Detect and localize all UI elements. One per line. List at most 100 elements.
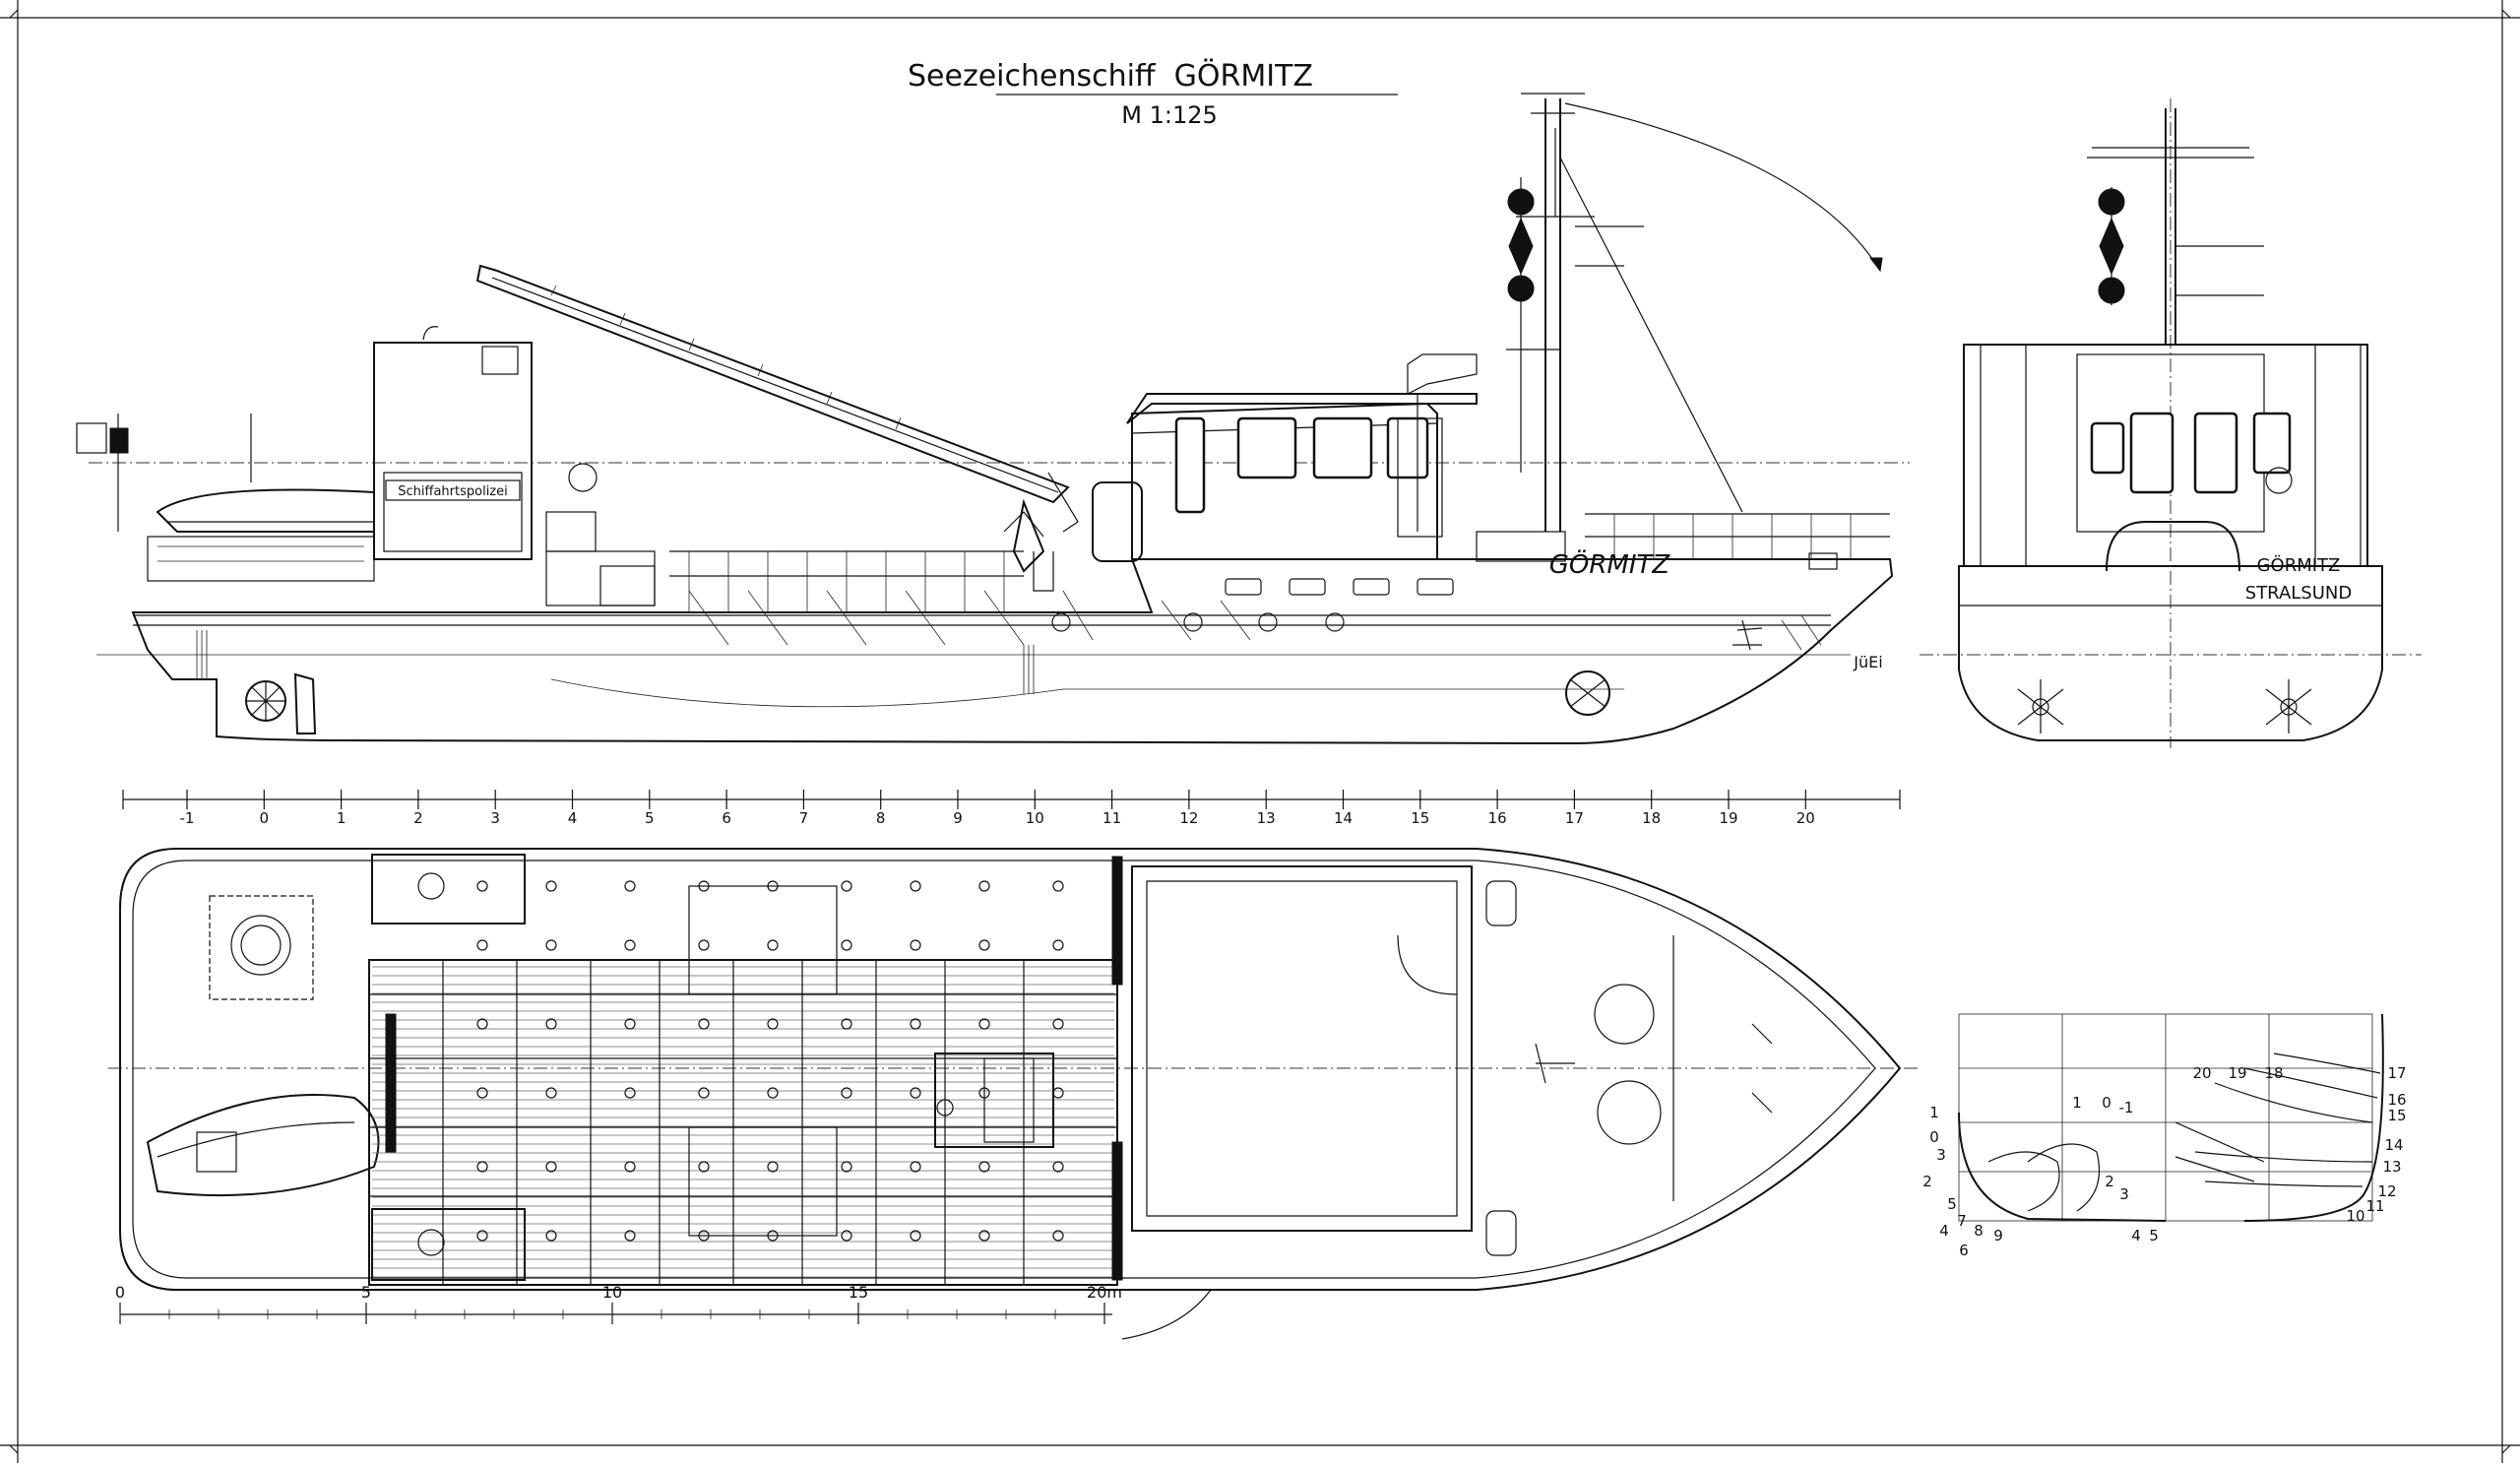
deck-lashing-ring [1052,1161,1064,1173]
body-plan-center-label: -1 [2119,1099,2134,1116]
drawing-title: Seezeichenschiff GÖRMITZ [908,58,1313,94]
metric-label: 5 [361,1283,371,1302]
deck-lashing-ring [978,1018,990,1030]
stern-home-port: STRALSUND [2245,583,2352,604]
deck-lashing-ring [841,1161,852,1173]
deck-lashing-ring [545,939,557,951]
body-plan-center-label: 3 [2119,1185,2129,1203]
deck-lashing-ring [767,880,779,892]
deck-lashing-ring [624,1161,636,1173]
body-plan-station-label: 12 [2377,1182,2396,1200]
body-plan-station-label: 19 [2228,1064,2246,1082]
metric-label: 10 [602,1283,622,1302]
deck-lashing-ring [476,1230,488,1242]
deck-lashing-ring [1052,1087,1064,1099]
deck-lashing-ring [841,1230,852,1242]
drawing-signature: JüEi [1853,653,1882,671]
body-plan-aft-label: 8 [1974,1222,1984,1240]
deck-lashing-ring [624,1018,636,1030]
portholes [1051,612,1345,632]
deck-lashing-ring [624,939,636,951]
frame-label: 20 [1796,809,1815,827]
frame-label: 0 [260,809,270,827]
frame-label: 8 [876,809,886,827]
body-plan-station-label: 16 [2387,1091,2406,1109]
stern-propeller-stbd-icon [2265,679,2312,734]
deck-lashing-ring [545,1230,557,1242]
propeller-icon [245,672,317,734]
frame-label: -1 [180,809,195,827]
stern-propeller-port-icon [2017,679,2064,734]
container-label: Schiffahrtspolizei [398,484,508,499]
deck-lashing-ring [698,1018,710,1030]
deck-lashing-ring [910,1161,921,1173]
title-block: Seezeichenschiff GÖRMITZ M 1:125 [908,58,1398,129]
deck-rails [669,513,1890,612]
body-plan-station-label: 15 [2387,1107,2406,1124]
frame-label: 4 [568,809,578,827]
stern-vessel-name: GÖRMITZ [2257,554,2341,576]
frame-label: 14 [1334,809,1353,827]
deck-lashing-ring [910,880,921,892]
body-plan-station-label: 20 [2192,1064,2211,1082]
metric-label: 15 [849,1283,868,1302]
body-plan-center-label: 1 [2072,1094,2082,1112]
deck-lashing-ring [841,939,852,951]
deck-lashing-ring [767,1161,779,1173]
hull-vessel-name: GÖRMITZ [1549,548,1671,580]
deck-lashing-ring [476,1161,488,1173]
frame-label: 11 [1102,809,1121,827]
deck-lashing-ring [910,1018,921,1030]
body-plan-aft-label: 3 [1936,1146,1946,1164]
frame-label: 16 [1488,809,1507,827]
frame-label: 3 [490,809,500,827]
crane [475,264,1079,592]
metric-label: 0 [115,1283,125,1302]
deck-lashing-ring [767,1230,779,1242]
deck-lashing-ring [476,1018,488,1030]
deck-lashing-ring [698,939,710,951]
frame-label: 17 [1565,809,1584,827]
body-plan-center-label: 2 [2105,1173,2114,1190]
deck-lashing-ring [476,1087,488,1099]
deck-outline [119,848,1902,1291]
frame-label: 1 [337,809,346,827]
deck-lashing-ring [910,1230,921,1242]
body-plan-aft-label: 2 [1922,1173,1932,1190]
body-plan-station-label: 10 [2346,1207,2364,1225]
frame-label: 12 [1179,809,1198,827]
frame-label: 10 [1026,809,1044,827]
frame-label: 13 [1257,809,1276,827]
plan-view [108,848,1920,1340]
deck-lashing-ring [624,1087,636,1099]
body-plan-aft-label: 1 [1929,1104,1939,1121]
draft-marks [196,614,1822,694]
deck-lashing-ring [1052,939,1064,951]
superstructure [1092,353,1566,596]
body-plan-station-label: 17 [2387,1064,2406,1082]
deck-lashing-ring [978,880,990,892]
body-plan-aft-label: 9 [1993,1227,2003,1244]
frame-label: 5 [645,809,655,827]
deck-lashing-ring [624,880,636,892]
body-plan-station-label: 18 [2264,1064,2283,1082]
deck-lashing-ring [767,1087,779,1099]
hull-profile [131,558,1894,745]
deck-lashing-ring [1052,880,1064,892]
side-elevation: Schiffahrtspolizei [76,93,1910,745]
deck-lashing-ring [698,1161,710,1173]
deck-lashing-ring [698,880,710,892]
mast [1506,93,1883,532]
deck-lashing-ring [476,939,488,951]
deck-lashing-ring [767,1018,779,1030]
deck-lashing-ring [910,1087,921,1099]
deck-lashing-ring [1052,1230,1064,1242]
body-plan-center-label: 0 [2102,1094,2111,1112]
body-plan-aft-label: 5 [1947,1195,1957,1213]
hull-hatches [688,590,1251,646]
deckhouse-aft: Schiffahrtspolizei [373,326,656,606]
